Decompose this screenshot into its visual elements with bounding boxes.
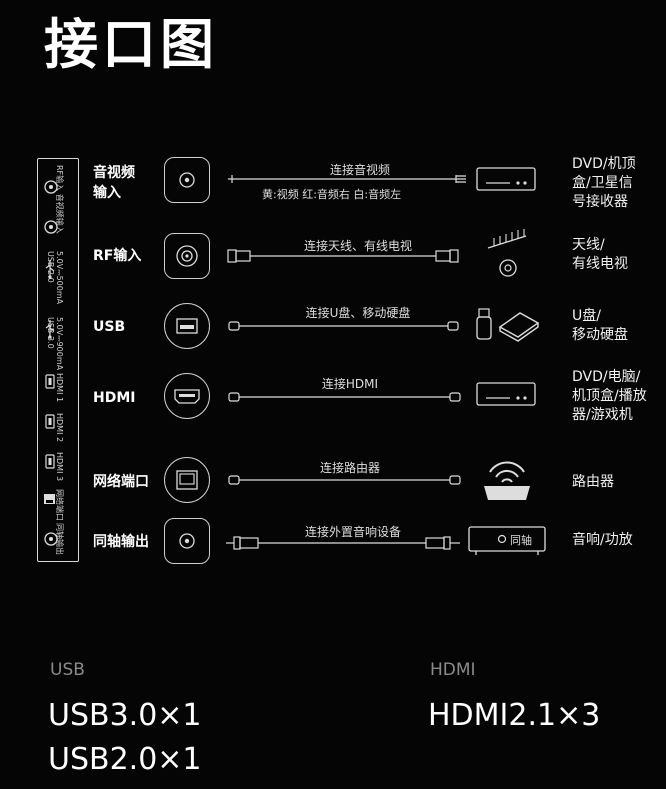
cable-sub-label: 黄:视频 红:音频右 白:音频左	[262, 188, 402, 201]
cable-label: 连接外置音响设备	[304, 525, 401, 539]
usb3-spec-value: USB3.0×1	[48, 698, 202, 733]
device-label: DVD/机顶 盒/卫星信 号接收器	[572, 155, 636, 212]
page-title: 接口图	[44, 13, 218, 76]
device-label: 路由器	[572, 473, 614, 492]
coax-cable-icon	[226, 536, 460, 550]
coax-port-icon	[164, 233, 210, 279]
usb2-spec-value: USB2.0×1	[48, 742, 202, 777]
device-label-line: DVD/电脑/	[572, 369, 641, 385]
row-label: USB	[93, 319, 126, 335]
hdmi-port-icon	[164, 373, 210, 419]
device-label-line: 器/游戏机	[572, 407, 633, 423]
device-label-line: 移动硬盘	[572, 327, 628, 343]
hdmi-spec-value: HDMI2.1×3	[428, 698, 601, 733]
row-label: 音视频 输入	[93, 163, 135, 203]
row-label: 同轴输出	[93, 534, 149, 550]
device-label-line: U盘/	[572, 308, 601, 324]
row-av-input: 音视频 输入 连接音视频 黄:视频 红:音频右 白:音频左 DVD/机顶 盒/卫…	[0, 155, 666, 215]
row-coax-output: 同轴输出 连接外置音响设备 同轴 音响/功放	[0, 515, 666, 575]
usb-spec-heading: USB	[50, 660, 85, 680]
device-label-line: 盒/卫星信	[572, 175, 633, 191]
audio-receiver-icon	[468, 526, 546, 555]
ethernet-cable-icon	[228, 475, 461, 485]
row-hdmi: HDMI 连接HDMI DVD/电脑/ 机顶盒/播放 器/游戏机	[0, 368, 666, 428]
device-box-label: 同轴	[510, 534, 532, 547]
cable-label: 连接音视频	[329, 163, 390, 177]
ethernet-port-icon	[164, 457, 210, 503]
device-label-line: 音响/功放	[572, 532, 633, 548]
router-icon	[484, 461, 530, 500]
row-label: 网络端口	[93, 474, 149, 490]
cable-label: 连接HDMI	[321, 377, 379, 391]
cable-label: 连接U盘、移动硬盘	[305, 306, 411, 320]
antenna-icon	[487, 229, 527, 277]
hdmi-spec-heading: HDMI	[430, 660, 476, 680]
hard-disk-icon	[498, 312, 540, 342]
coax-port-icon	[164, 518, 210, 564]
tv-side-panel: RF输入 音视频输入 USB 2.0 5.0V⎓500mA USB 3.0 5.…	[37, 158, 79, 562]
device-label-line: 号接收器	[572, 194, 628, 210]
row-label-line2: 输入	[93, 185, 121, 201]
device-label-line: 天线/	[572, 237, 605, 253]
row-usb: USB 连接U盘、移动硬盘 U盘/ 移动硬盘	[0, 297, 666, 357]
antenna-cable-icon	[227, 249, 459, 263]
device-label: 天线/ 有线电视	[572, 236, 628, 274]
hdmi-cable-icon	[228, 392, 461, 402]
row-lan: 网络端口 连接路由器 路由器	[0, 454, 666, 514]
device-label: U盘/ 移动硬盘	[572, 307, 628, 345]
usb-port-icon	[164, 303, 210, 349]
device-label: DVD/电脑/ 机顶盒/播放 器/游戏机	[572, 368, 647, 425]
row-label-line1: 音视频	[93, 165, 135, 181]
device-label: 音响/功放	[572, 531, 633, 550]
av-cable-icon	[228, 175, 466, 183]
set-top-box-icon	[476, 382, 536, 406]
row-rf-input: RF输入 连接天线、有线电视 天线/ 有线电视	[0, 226, 666, 286]
rca-port-icon	[164, 157, 210, 203]
cable-label: 连接路由器	[319, 461, 380, 475]
device-label-line: 有线电视	[572, 256, 628, 272]
device-label-line: 路由器	[572, 474, 614, 490]
device-label-line: 机顶盒/播放	[572, 388, 647, 404]
row-label: RF输入	[93, 248, 142, 264]
usb-cable-icon	[228, 321, 459, 331]
device-label-line: DVD/机顶	[572, 156, 636, 172]
usb-drive-icon	[476, 308, 492, 340]
cable-label: 连接天线、有线电视	[303, 239, 412, 253]
set-top-box-icon	[476, 167, 536, 191]
row-label: HDMI	[93, 390, 136, 406]
